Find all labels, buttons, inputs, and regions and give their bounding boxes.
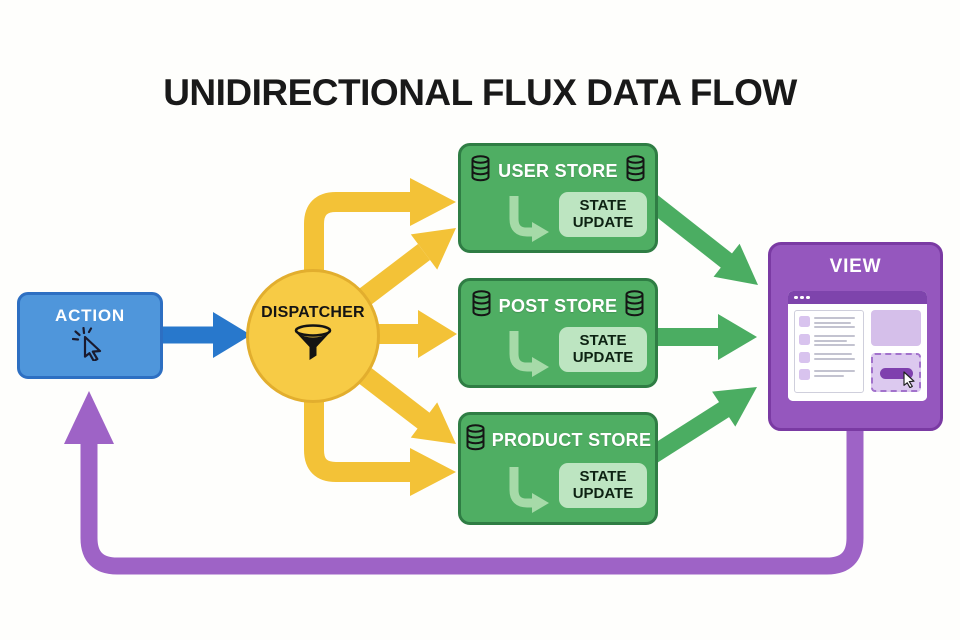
list-item: [799, 352, 859, 363]
post-store-label: POST STORE: [498, 295, 618, 316]
window-dot-icon: [794, 295, 798, 300]
cursor-pointer-icon: [903, 371, 917, 393]
browser-titlebar: [788, 291, 927, 304]
product-store-label: PRODUCT STORE: [491, 429, 652, 450]
arrow-post-store-to-view: [653, 314, 757, 360]
dispatcher-label: DISPATCHER: [261, 303, 365, 321]
user-store-node: USER STORE STATE UPDATE: [458, 143, 658, 253]
thumbnail-placeholder: [799, 334, 810, 345]
drop-target-area: [871, 353, 921, 392]
action-node: ACTION: [17, 292, 163, 379]
view-node: VIEW: [768, 242, 943, 431]
product-store-node: PRODUCT STORE STATE UPDATE: [458, 412, 658, 525]
browser-window-mockup: [788, 291, 927, 401]
action-label: ACTION: [55, 305, 125, 325]
button-placeholder: [880, 368, 913, 379]
database-icon: [624, 290, 645, 322]
list-panel: [794, 310, 864, 393]
list-item: [799, 369, 859, 380]
state-update-badge: STATE UPDATE: [559, 192, 647, 237]
state-update-badge: STATE UPDATE: [559, 463, 647, 508]
thumbnail-placeholder: [799, 369, 810, 380]
arrow-user-store-to-view: [637, 187, 758, 285]
arrow-dispatcher-to-product-store-elbow: [304, 336, 456, 496]
state-update-arrow-icon: [505, 465, 555, 522]
cursor-click-icon: [71, 326, 108, 366]
dispatcher-node: DISPATCHER: [246, 269, 380, 403]
arrow-product-store-to-view: [643, 387, 757, 466]
database-icon: [470, 155, 491, 187]
state-update-arrow-icon: [505, 329, 555, 386]
database-icon: [625, 155, 646, 187]
window-dot-icon: [806, 295, 810, 300]
post-store-node: POST STORE STATE UPDATE: [458, 278, 658, 388]
state-update-arrow-icon: [505, 194, 555, 251]
state-update-badge: STATE UPDATE: [559, 327, 647, 372]
database-icon: [471, 290, 492, 322]
list-item: [799, 334, 859, 346]
arrow-view-to-action: [64, 391, 864, 575]
window-dot-icon: [800, 295, 804, 300]
thumbnail-placeholder: [799, 352, 810, 363]
database-icon: [465, 424, 486, 456]
page-title: UNIDIRECTIONAL FLUX DATA FLOW: [163, 72, 797, 113]
funnel-icon: [293, 323, 333, 369]
thumbnail-placeholder: [799, 316, 810, 327]
user-store-label: USER STORE: [498, 160, 618, 181]
image-placeholder: [871, 310, 921, 346]
arrow-action-to-dispatcher: [160, 312, 251, 358]
list-item: [799, 316, 859, 328]
view-label: VIEW: [829, 256, 882, 277]
arrow-dispatcher-to-user-store-elbow: [304, 178, 456, 336]
